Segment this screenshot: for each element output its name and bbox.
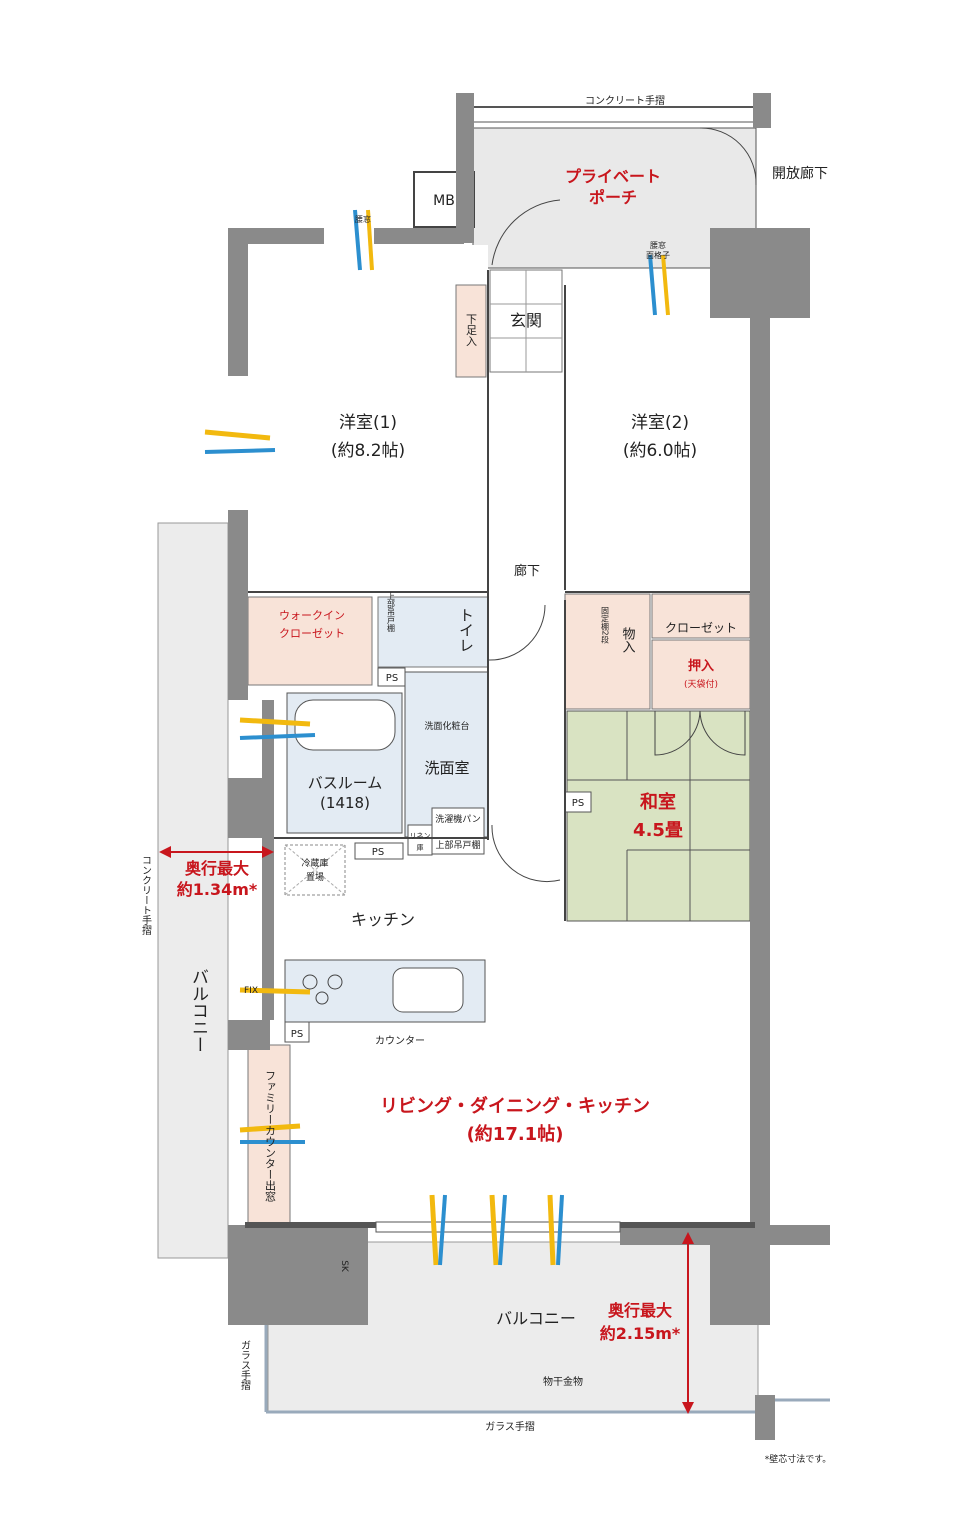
washroom-label: 洗面室	[424, 759, 469, 777]
room-2	[565, 285, 750, 590]
counter-label: カウンター	[375, 1035, 425, 1047]
footnote: *壁芯寸法です。	[765, 1453, 832, 1465]
upper-shelf-label: 上部吊戸棚	[435, 839, 480, 851]
balcony-label: バルコニー	[496, 1309, 576, 1328]
glass-rail-side-label: ガラス手摺	[239, 1340, 251, 1391]
room1-name: 洋室(1)	[339, 413, 397, 433]
monohoshi-label: 物干金物	[543, 1375, 583, 1388]
koshimado-label: 腰窓	[355, 214, 371, 224]
depth2-label-b: 約2.15m*	[600, 1324, 681, 1343]
depth1-label-a: 奥行最大	[185, 859, 249, 878]
linen-label-2: 庫	[417, 843, 424, 852]
room2-size: (約6.0帖)	[623, 441, 697, 461]
porch-label-2: ポーチ	[589, 188, 637, 207]
mb-label: MB	[433, 193, 455, 209]
vanity-label: 洗面化粧台	[424, 720, 469, 732]
room1-size: (約8.2帖)	[331, 441, 405, 461]
getabako	[455, 284, 487, 378]
sk-label: SK	[339, 1260, 349, 1273]
storage-label: 物入	[620, 627, 636, 653]
washitsu-label-1: 和室	[640, 791, 676, 813]
side-rail-label: コンクリート手摺	[140, 855, 152, 936]
family-counter	[247, 1044, 291, 1226]
tenbukuro-label: (天袋付)	[684, 678, 718, 690]
ps-label-bath: PS	[372, 847, 384, 858]
genkan-label: 玄関	[510, 311, 542, 330]
toilet-label: トイレ	[457, 608, 475, 653]
side-balcony-label: バルコニー	[188, 968, 208, 1053]
glass-rail-label: ガラス手摺	[485, 1420, 535, 1433]
fix-label: FIX	[244, 986, 258, 996]
private-porch	[472, 127, 757, 269]
side-balcony	[157, 522, 229, 1259]
ventilation-arrows	[204, 209, 670, 1266]
family-counter-label: ファミリーカウンター出窓	[264, 1070, 277, 1202]
kitchen-label: キッチン	[351, 910, 415, 929]
koshimado-grille-label-2: 面格子	[646, 250, 670, 260]
fridge-label-1: 冷蔵庫	[301, 857, 328, 869]
washitsu	[566, 710, 751, 922]
porch-label-1: プライベート	[565, 167, 661, 186]
ps-label-kitchen: PS	[291, 1029, 303, 1040]
storage	[564, 593, 651, 710]
closet	[651, 593, 751, 639]
bath-label-1: バスルーム	[308, 774, 383, 792]
ldk-label-2: (約17.1帖)	[467, 1123, 564, 1145]
bath-label-2: (1418)	[320, 794, 370, 812]
fridge-label-2: 置場	[306, 871, 324, 883]
corridor-label: 廊下	[514, 563, 540, 579]
linen-label-1: リネン	[410, 832, 431, 840]
top-rail-label: コンクリート手摺	[585, 94, 665, 107]
wic-label-1: ウォークイン	[279, 609, 345, 622]
ps-label-toilet: PS	[386, 673, 398, 684]
walls	[228, 93, 830, 1440]
koshimado-grille-label-1: 腰窓	[650, 240, 666, 250]
ps-label-washitsu: PS	[572, 798, 584, 809]
washitsu-label-2: 4.5畳	[633, 820, 683, 841]
room-1	[248, 245, 488, 595]
shelf-label: 固定棚2段	[601, 606, 610, 644]
oshiire-label: 押入	[688, 658, 714, 674]
depth1-label-b: 約1.34m*	[177, 880, 258, 899]
depth2-label-a: 奥行最大	[608, 1301, 672, 1320]
room2-name: 洋室(2)	[631, 413, 689, 433]
toilet-shelf-label: 上部吊戸棚	[387, 592, 396, 633]
oshiire	[651, 639, 751, 710]
open-corridor-label: 開放廊下	[772, 165, 828, 182]
wic-label-2: クローゼット	[279, 627, 345, 640]
getabako-label: 下足入	[465, 314, 478, 347]
ldk-label-1: リビング・ダイニング・キッチン	[380, 1095, 650, 1117]
closet-label: クローゼット	[665, 621, 737, 635]
washer-pan-label: 洗濯機パン	[435, 813, 480, 825]
walk-in-closet	[247, 596, 373, 686]
